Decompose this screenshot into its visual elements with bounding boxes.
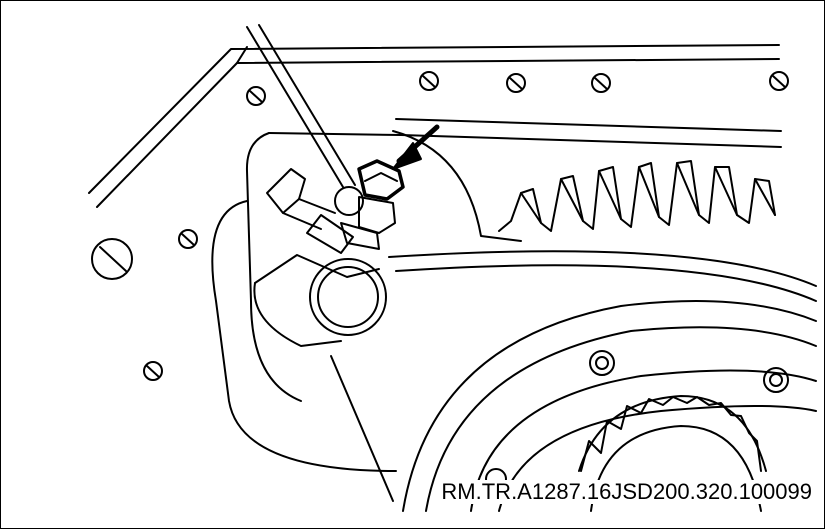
housing-outline — [88, 44, 780, 208]
arrow-icon — [392, 124, 440, 170]
adjustment-tool — [246, 24, 364, 254]
selector-boss — [253, 168, 387, 347]
figure-reference-code: RM.TR.A1287.16JSD200.320.100099 — [439, 479, 814, 504]
cover-plate — [211, 118, 782, 502]
gear-teeth — [498, 160, 776, 232]
splined-hub — [578, 395, 767, 512]
gear-wheel — [388, 250, 817, 512]
lock-nut — [340, 159, 405, 250]
housing-bolt-holes — [91, 71, 789, 381]
